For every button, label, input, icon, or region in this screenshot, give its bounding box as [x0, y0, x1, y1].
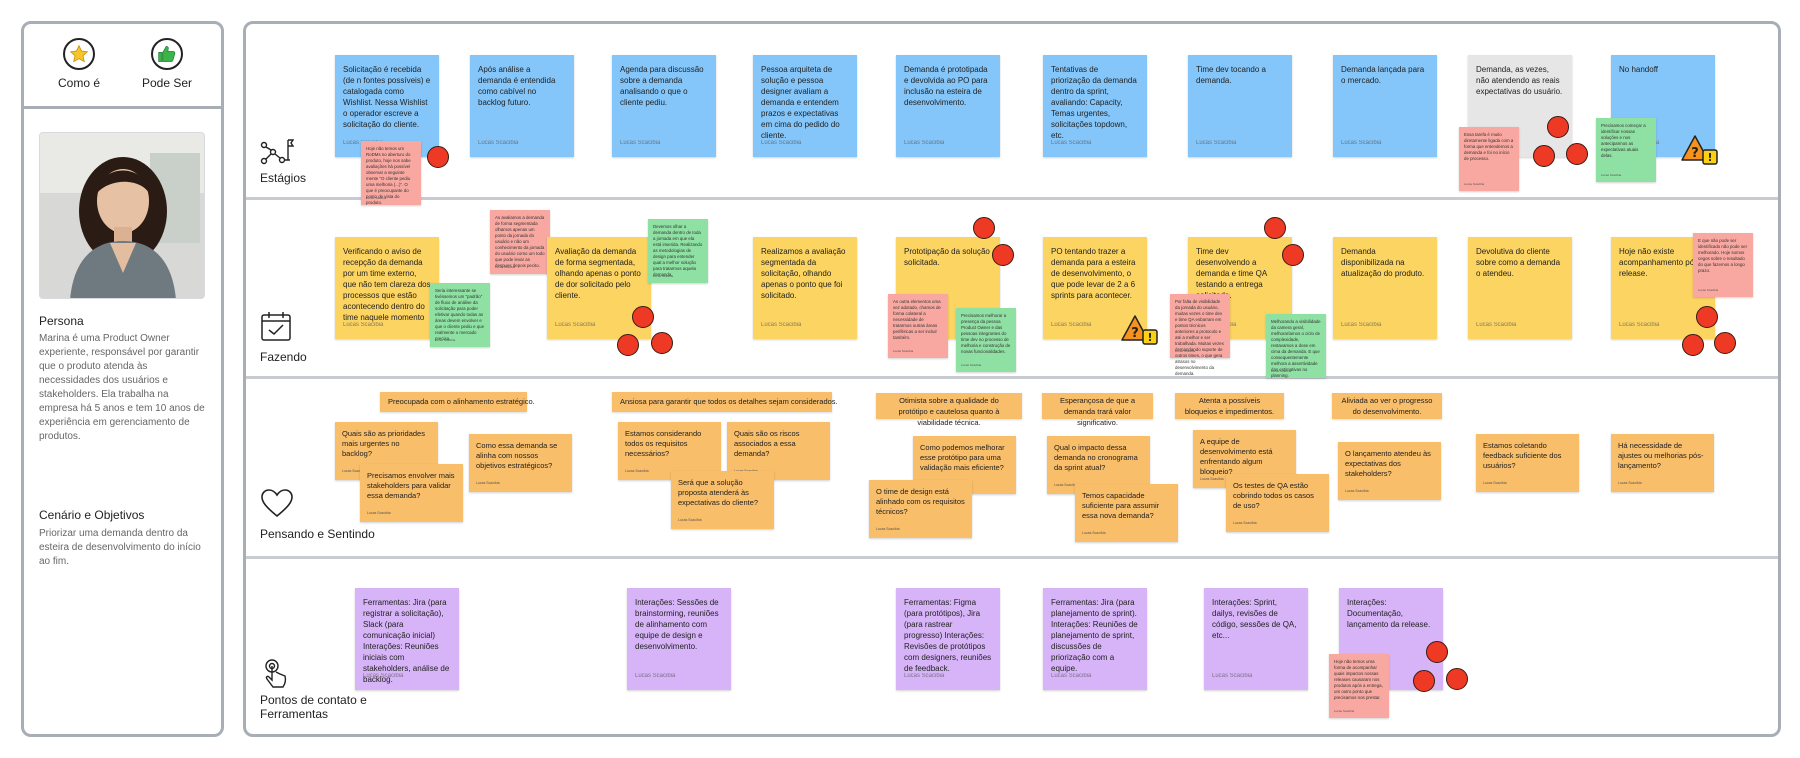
touchpoint-sticky-5[interactable]: Interações: Sprint, dailys, revisões de … [1204, 588, 1308, 690]
red-dot-marker [1446, 668, 1468, 690]
red-dot-marker [1282, 244, 1304, 266]
pain-note[interactable]: E que não pode ser identificado não pode… [1693, 233, 1753, 297]
red-dot-marker [1714, 332, 1736, 354]
question-note[interactable]: Quais são os riscos associados a essa de… [727, 422, 830, 480]
touchpoint-sticky-4[interactable]: Ferramentas: Jira (para planejamento de … [1043, 588, 1147, 690]
doing-sticky-8[interactable]: Devolutiva do cliente sobre como a deman… [1468, 237, 1572, 339]
touch-hand-icon [265, 659, 287, 688]
scenario-title: Cenário e Objetivos [39, 508, 145, 522]
doing-sticky-5[interactable]: PO tentando trazer a demanda para a este… [1043, 237, 1147, 339]
divider [24, 106, 221, 109]
tab-pode-ser-label: Pode Ser [141, 76, 193, 90]
persona-photo [39, 132, 205, 299]
red-dot-marker [1533, 145, 1555, 167]
feeling-tag[interactable]: Otimista sobre a qualidade do protótipo … [876, 393, 1022, 427]
question-note[interactable]: O lançamento atendeu às expectativas dos… [1338, 442, 1441, 500]
svg-text:?: ? [1131, 326, 1139, 341]
doing-sticky-1[interactable]: Verificando o aviso de recepção da deman… [335, 237, 439, 339]
pain-note[interactable]: As outra elementos uma vez adotado, cham… [888, 294, 948, 358]
stages-flow-icon [260, 139, 294, 165]
question-note[interactable]: Temos capacidade suficiente para assumir… [1075, 484, 1178, 542]
pain-note[interactable]: Hoje não temos um RoDMs no aberturo do p… [361, 141, 421, 205]
red-dot-marker [992, 244, 1014, 266]
idea-note[interactable]: Devemos olhar a demanda dentro de toda a… [648, 219, 708, 283]
feeling-tag[interactable]: Ansiosa para garantir que todos os detal… [612, 392, 838, 412]
pain-note[interactable]: As avaliamos a demanda de forma segmenta… [490, 210, 550, 274]
red-dot-marker [632, 306, 654, 328]
journey-map-board: Estágios Fazendo Pensando e Sentindo Pon… [243, 21, 1781, 737]
feeling-tag[interactable]: Esperançosa de que a demanda trará valor… [1042, 393, 1153, 427]
red-dot-marker [1413, 670, 1435, 692]
doing-sticky-3[interactable]: Realizamos a avaliação segmentada da sol… [753, 237, 857, 339]
red-dot-marker [1566, 143, 1588, 165]
warning-icon: ? ! [1681, 135, 1718, 165]
question-note[interactable]: Será que a solução proposta atenderá às … [671, 471, 774, 529]
warning-icon: ? ! [1121, 315, 1158, 345]
red-dot-marker [1682, 334, 1704, 356]
stage-sticky-2[interactable]: Após análise a demanda é entendida como … [470, 55, 574, 157]
stage-sticky-3[interactable]: Agenda para discussão sobre a demanda an… [612, 55, 716, 157]
lane-divider [246, 556, 1778, 559]
idea-note[interactable]: Precisamos melhorar a presença da pessoa… [956, 308, 1016, 372]
stage-sticky-4[interactable]: Pessoa arquiteta de solução e pessoa des… [753, 55, 857, 157]
idea-note[interactable]: Seria interessante se tivéssemos um "pad… [430, 283, 490, 347]
lane-label-estagios: Estágios [260, 171, 307, 185]
heart-icon [261, 489, 293, 518]
svg-text:?: ? [1691, 146, 1699, 161]
calendar-check-icon [261, 312, 291, 341]
tab-como-e[interactable]: Como é [44, 38, 114, 90]
question-note[interactable]: Os testes de QA estão cobrindo todos os … [1226, 474, 1329, 532]
red-dot-marker [1696, 306, 1718, 328]
red-dot-marker [427, 146, 449, 168]
doing-sticky-2[interactable]: Avaliação da demanda de forma segmentada… [547, 237, 651, 339]
question-note[interactable]: Precisamos envolver mais stakeholders pa… [360, 464, 463, 522]
lane-label-pensando: Pensando e Sentindo [260, 527, 375, 541]
doing-sticky-6[interactable]: Time dev desenvolvendo a demanda e time … [1188, 237, 1292, 339]
persona-title: Persona [39, 314, 84, 328]
red-dot-marker [651, 332, 673, 354]
lane-divider [246, 197, 1778, 200]
stage-sticky-5[interactable]: Demanda é prototipada e devolvida ao PO … [896, 55, 1000, 157]
lane-divider [246, 376, 1778, 379]
stage-sticky-8[interactable]: Demanda lançada para o mercado.Lucas Sca… [1333, 55, 1437, 157]
tab-pode-ser[interactable]: Pode Ser [132, 38, 202, 90]
svg-text:!: ! [1707, 151, 1712, 164]
persona-panel: Como é Pode Ser Persona Marina é uma Pro… [21, 21, 224, 737]
question-note[interactable]: O time de design está alinhado com os re… [869, 480, 972, 538]
red-dot-marker [1547, 116, 1569, 138]
feeling-tag[interactable]: Aliviada ao ver o progresso do desenvolv… [1332, 393, 1442, 419]
lane-label-fazendo: Fazendo [260, 350, 307, 364]
feeling-tag[interactable]: Atenta a possíveis bloqueios e impedimen… [1175, 393, 1284, 419]
red-dot-marker [617, 334, 639, 356]
pain-note[interactable]: Por falta de visibilidade da jornada do … [1170, 294, 1230, 376]
idea-note[interactable]: Melhorando a visibilidade da camera gera… [1266, 314, 1326, 378]
touchpoint-sticky-3[interactable]: Ferramentas: Figma (para protótipos), Ji… [896, 588, 1000, 690]
question-note[interactable]: Estamos considerando todos os requisitos… [618, 422, 721, 480]
idea-note[interactable]: Precisamos começar a identificar nossas … [1596, 118, 1656, 182]
touchpoint-sticky-2[interactable]: Interações: Sessões de brainstorming, re… [627, 588, 731, 690]
red-dot-marker [973, 217, 995, 239]
red-dot-marker [1426, 641, 1448, 663]
doing-sticky-7[interactable]: Demanda disponibilizada na atualização d… [1333, 237, 1437, 339]
question-note[interactable]: Estamos coletando feedback suficiente do… [1476, 434, 1579, 492]
persona-description: Marina é uma Product Owner experiente, r… [39, 333, 205, 442]
touchpoint-sticky-1[interactable]: Ferramentas: Jira (para registrar a soli… [355, 588, 459, 690]
pain-note[interactable]: Essa tarefa é muito diretamente ligada c… [1459, 127, 1519, 191]
tab-como-e-label: Como é [57, 76, 101, 90]
stage-sticky-7[interactable]: Time dev tocando a demanda.Lucas Scacibi… [1188, 55, 1292, 157]
svg-text:!: ! [1147, 331, 1152, 344]
question-note[interactable]: Como essa demanda se alinha com nossos o… [469, 434, 572, 492]
feeling-tag[interactable]: Preocupada com o alinhamento estratégico… [380, 392, 535, 412]
stage-sticky-6[interactable]: Tentativas de priorização da demanda den… [1043, 55, 1147, 157]
thumbs-up-icon [151, 38, 183, 70]
scenario-description: Priorizar uma demanda dentro da esteira … [39, 528, 201, 567]
red-dot-marker [1264, 217, 1286, 239]
pain-note[interactable]: Hoje não temos uma forma de acompanhar q… [1329, 654, 1389, 718]
star-icon [63, 38, 95, 70]
lane-label-pontos: Pontos de contato e Ferramentas [260, 693, 367, 721]
question-note[interactable]: Há necessidade de ajustes ou melhorias p… [1611, 434, 1714, 492]
